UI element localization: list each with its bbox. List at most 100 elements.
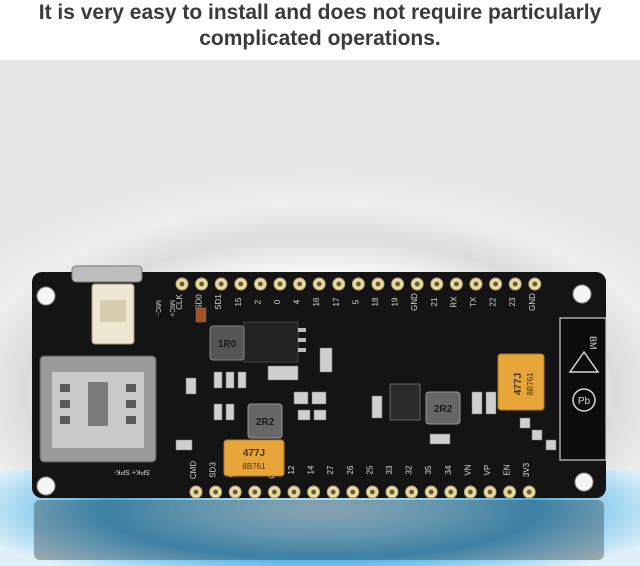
header-pin-hole — [252, 489, 258, 495]
top-pin-row — [175, 277, 542, 291]
pin-label: 18 — [371, 297, 380, 306]
capacitor-2-code: 477J — [513, 373, 524, 395]
pin-label: GND — [410, 293, 419, 311]
inductor-2r2-right — [425, 391, 461, 425]
header-pin-hole — [375, 281, 381, 287]
inductor-2r2-left — [247, 403, 283, 439]
pin-label: 4 — [293, 299, 302, 304]
pin-label: 17 — [332, 297, 341, 306]
mounting-hole — [574, 472, 594, 492]
header-pin-hole — [199, 281, 205, 287]
header-pin-hole — [258, 281, 263, 287]
header-pin-hole — [389, 489, 395, 495]
mic-plus-label: MIC+ — [168, 300, 175, 317]
header-pin-hole — [311, 489, 316, 495]
header-pin-hole — [336, 281, 342, 287]
header-pin-hole — [526, 489, 532, 495]
header-pin-hole — [232, 489, 238, 495]
pin-label: 33 — [385, 465, 394, 474]
inductor-1r0-label: 1R0 — [218, 339, 237, 350]
header-pin-hole — [350, 489, 356, 495]
pin-label: SD1 — [214, 294, 223, 310]
header-pin-hole — [487, 489, 493, 495]
pin-label: 26 — [346, 465, 355, 474]
capacitor-1-code: 477J — [243, 448, 265, 459]
mic-minus-label: MIC- — [154, 300, 161, 316]
pin-label: EN — [503, 464, 512, 475]
mic-connector-socket — [100, 300, 126, 322]
pin-label: SD3 — [209, 462, 218, 478]
header-pin-hole — [291, 489, 297, 495]
pin-label: 5 — [351, 299, 360, 304]
header-pin-hole — [238, 281, 244, 287]
usb-connector — [71, 265, 143, 283]
header-pin-hole — [193, 489, 199, 495]
caption-line-1: It is very easy to install and does not … — [38, 1, 602, 24]
header-pin-hole — [179, 281, 185, 287]
mounting-hole — [572, 284, 592, 304]
pcb-body — [32, 272, 606, 498]
board-reflection — [34, 500, 604, 560]
header-pin-hole — [213, 489, 219, 495]
pin-label: 19 — [391, 297, 400, 306]
pin-label: 25 — [365, 465, 374, 474]
header-pin-hole — [507, 489, 512, 495]
pin-label: 12 — [287, 465, 296, 474]
header-pin-hole — [277, 281, 283, 287]
pin-label: GND — [528, 293, 537, 311]
pin-label: 27 — [326, 465, 335, 474]
pin-label: VP — [483, 465, 492, 476]
pin-label: 35 — [424, 465, 433, 474]
inductor-2r2-left-label: 2R2 — [256, 417, 275, 428]
lead-free-icon — [572, 388, 596, 412]
header-pin-hole — [272, 489, 277, 495]
inductor-2r2-right-label: 2R2 — [434, 404, 453, 415]
header-pin-hole — [330, 489, 336, 495]
capacitor-2-sub: 8B761 — [526, 372, 535, 396]
pin-label: CLK — [175, 294, 184, 310]
mounting-hole — [36, 286, 56, 306]
capacitor-1-sub: 8B761 — [242, 462, 266, 471]
smd-components — [175, 307, 557, 451]
pin-label: SD0 — [195, 294, 204, 310]
pin-label: 23 — [508, 297, 517, 306]
pin-label: VN — [463, 464, 472, 475]
pin-label: 32 — [405, 465, 414, 474]
header-pin-hole — [218, 281, 224, 287]
header-pin-hole — [512, 281, 518, 287]
pin-label: CMD — [189, 461, 198, 479]
header-pin-hole — [414, 281, 420, 287]
pin-label: 14 — [307, 465, 316, 474]
header-pin-hole — [493, 281, 498, 287]
header-pin-hole — [297, 281, 302, 287]
esd-warning-icon — [568, 350, 600, 373]
header-pin-hole — [532, 281, 538, 287]
pin-label: 21 — [430, 297, 439, 306]
caption: It is very easy to install and does not … — [0, 0, 640, 52]
bottom-pin-row — [189, 485, 536, 499]
mounting-hole — [36, 476, 56, 496]
caption-line-2: complicated operations. — [199, 27, 441, 50]
header-pin-hole — [395, 281, 400, 287]
pin-label: 2 — [253, 299, 262, 304]
header-pin-hole — [468, 489, 473, 495]
tantalum-capacitor-1 — [223, 439, 285, 477]
header-pin-hole — [454, 281, 459, 287]
header-pin-hole — [428, 489, 434, 495]
pin-label: 16 — [312, 297, 321, 306]
lead-free-mark: Pb — [578, 396, 591, 407]
pin-label: 34 — [444, 465, 453, 474]
ic-chip — [243, 321, 299, 363]
pin-label: 3V3 — [522, 462, 531, 477]
header-pin-hole — [409, 489, 414, 495]
header-pin-hole — [448, 489, 454, 495]
pin-label: TX — [469, 296, 478, 307]
pin-label: 22 — [489, 297, 498, 306]
pin-label: 15 — [234, 297, 243, 306]
tantalum-capacitor-2 — [497, 353, 545, 411]
header-pin-hole — [434, 281, 440, 287]
header-pin-hole — [316, 281, 322, 287]
